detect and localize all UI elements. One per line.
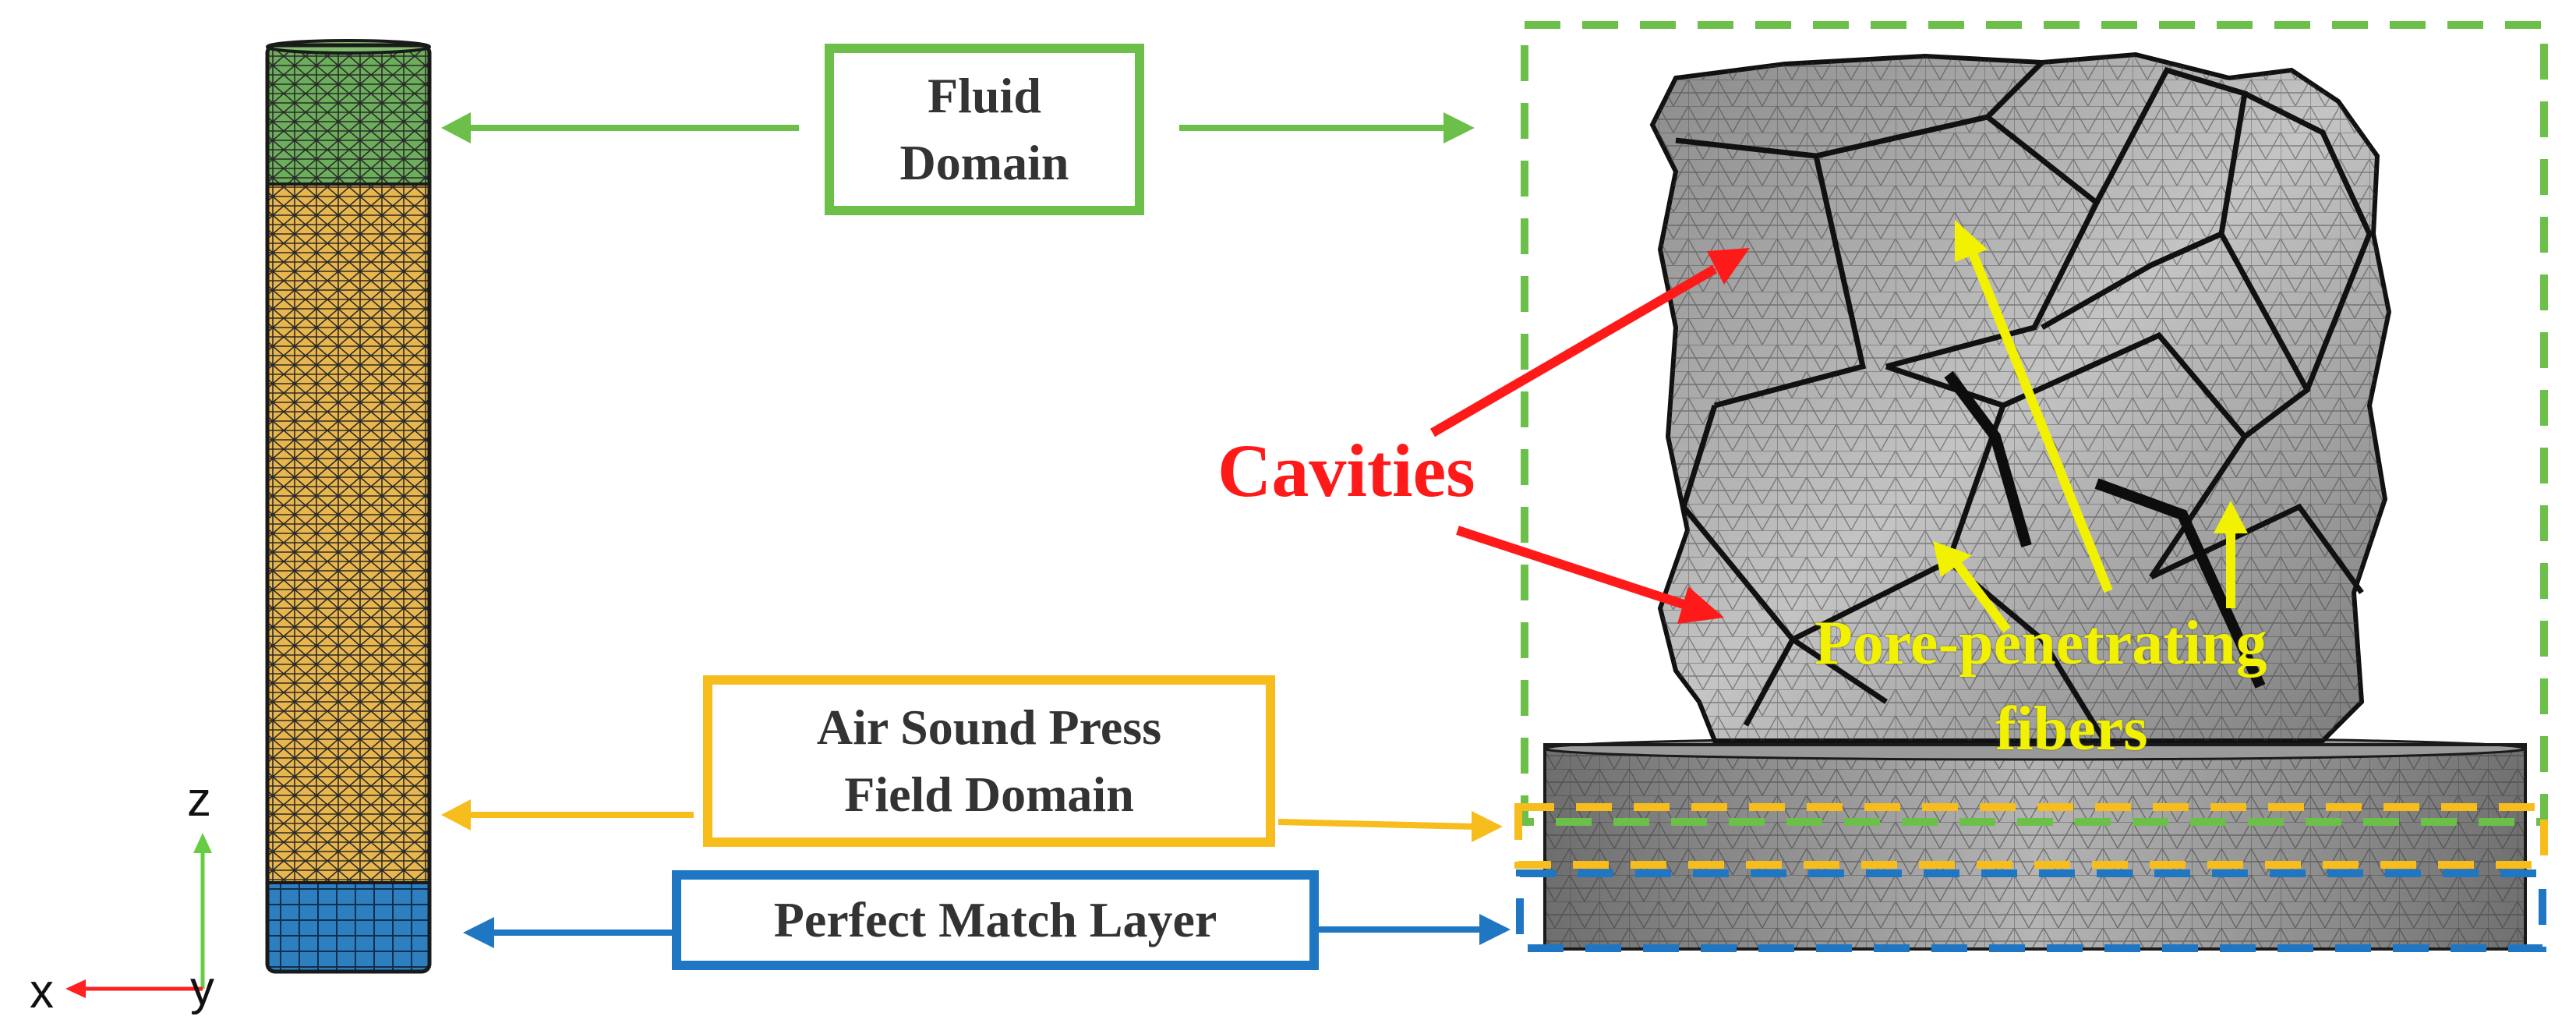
- fluid-domain-dashed-box: [1521, 21, 2548, 826]
- fiber-arrows: [1933, 220, 2248, 633]
- fluid-arrow-right-head: [1443, 112, 1475, 143]
- pml-label: Perfect Match Layer: [773, 891, 1217, 947]
- fiber-arrow-mid-head: [1933, 541, 1972, 577]
- fluid-arrow-left-head: [441, 112, 471, 143]
- cavity-arrows: [1429, 248, 1750, 624]
- fiber-arrow-long-head: [1955, 220, 1988, 262]
- fluid-domain-label-line2: Domain: [899, 135, 1069, 190]
- x-axis-label: x: [30, 965, 54, 1018]
- air-arrow-right: [1277, 819, 1474, 830]
- air-domain-label-box: Air Sound Press Field Domain: [703, 675, 1275, 847]
- pml-arrows: [463, 914, 1511, 948]
- pml-arrow-left-head: [463, 917, 494, 948]
- fluid-arrows: [441, 112, 1475, 143]
- column-model: [265, 39, 432, 974]
- air-arrow-left-head: [441, 799, 471, 830]
- z-axis-label: z: [187, 773, 211, 827]
- porous-sample-model: [1543, 51, 2527, 951]
- air-arrows: [441, 799, 1503, 842]
- fiber-dark-seams: [1944, 370, 2266, 689]
- fiber-arrow-right-head: [2214, 501, 2248, 533]
- z-axis-arrowhead: [193, 833, 212, 853]
- air-domain-dashed-box: [1514, 803, 2548, 869]
- air-domain-label-line1: Air Sound Press: [816, 699, 1162, 755]
- y-axis-label: y: [190, 961, 214, 1015]
- column-air-mesh: [267, 184, 429, 883]
- cavity-arrow-lower: [1456, 526, 1685, 609]
- cavity-arrow-upper-head: [1707, 248, 1750, 285]
- pml-arrow-right-head: [1479, 914, 1511, 945]
- base-cylinder-outline: [1543, 743, 2527, 951]
- fibers-label-line1: Pore-penetrating: [1815, 609, 2267, 678]
- base-cylinder-mesh: [1545, 745, 2525, 949]
- pml-dashed-box: [1516, 869, 2546, 952]
- air-domain-label-line2: Field Domain: [844, 767, 1134, 822]
- cavity-arrow-upper: [1429, 264, 1718, 437]
- column-outline: [265, 43, 432, 974]
- column-pml-mesh: [267, 883, 429, 970]
- air-arrow-right-head: [1472, 811, 1503, 842]
- cavities-label: Cavities: [1217, 429, 1475, 512]
- fibers-label-line2: fibers: [1995, 695, 2148, 763]
- pml-label-box: Perfect Match Layer: [672, 870, 1319, 970]
- fiber-arrow-long: [1967, 249, 2113, 593]
- fluid-domain-label-line1: Fluid: [928, 67, 1041, 123]
- cavity-arrow-lower-head: [1677, 586, 1724, 624]
- column-fluid-mesh: [267, 45, 429, 184]
- x-axis-arrowhead: [65, 979, 86, 998]
- coordinate-axes: [65, 833, 212, 998]
- fiber-arrow-mid: [1952, 560, 2011, 633]
- fluid-domain-label-box: Fluid Domain: [825, 44, 1144, 215]
